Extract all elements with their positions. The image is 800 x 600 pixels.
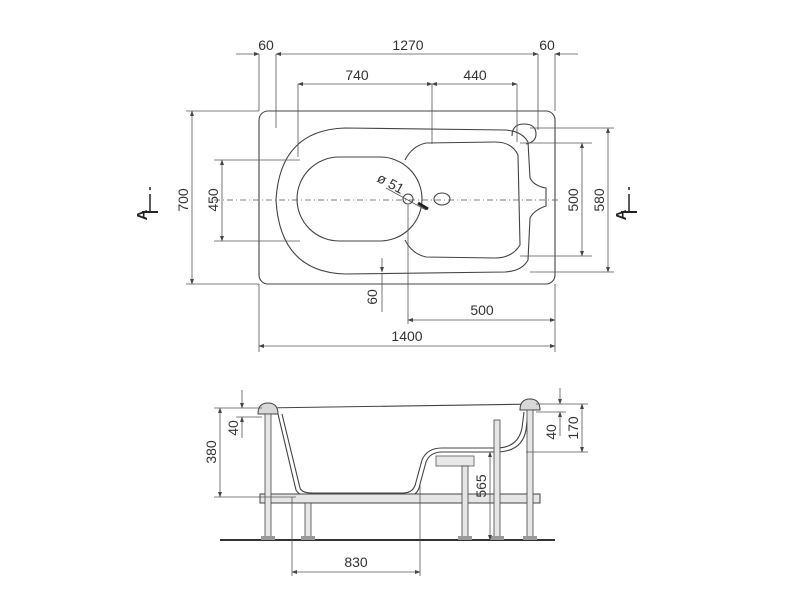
dim-side-rim-right: 40: [543, 424, 559, 440]
dim-seat-width: 500: [565, 188, 581, 212]
foot: [523, 536, 537, 540]
tub-outer-rim: [258, 110, 556, 285]
foot: [301, 536, 315, 540]
dim-side-rim-left: 40: [225, 420, 241, 436]
foot: [458, 536, 472, 540]
dim-side-height-left: 380: [203, 440, 219, 464]
dim-seat-height: 565: [473, 474, 489, 498]
drain-hole: [402, 193, 414, 205]
dim-bottom-length: 830: [344, 554, 368, 570]
dim-inner-width: 580: [591, 188, 607, 212]
leg-seat-front: [461, 465, 469, 539]
leg-left: [264, 413, 272, 539]
tub-inner-outline: [275, 127, 547, 275]
side-basin-inner: [281, 411, 525, 494]
section-mark-left: A: [134, 209, 151, 220]
drain-leader-tip: [417, 201, 429, 211]
seat-block: [435, 455, 475, 467]
foot: [490, 536, 504, 540]
dim-inner-length: 1270: [392, 37, 423, 53]
tub-bottom-oval: [296, 156, 423, 242]
dim-rim-left: 60: [258, 37, 274, 53]
dim-drain-to-end: 500: [470, 302, 494, 318]
drain-leader: [385, 187, 427, 211]
side-view: 380 40 40 170 565 830: [203, 388, 588, 576]
support-frame: [259, 493, 541, 504]
side-basin-profile: [277, 411, 529, 498]
leg-seat-back: [493, 419, 501, 539]
rim-cap-left: [257, 402, 279, 415]
drain-overflow: [433, 192, 451, 206]
side-rim-top: [261, 403, 537, 409]
leg-front-left: [304, 502, 312, 539]
dim-overall-width: 700: [175, 188, 191, 212]
top-view: 60 1270 60 740 440 700 450 500 580 ø 51: [134, 37, 637, 352]
dim-body-length: 740: [345, 67, 369, 83]
rim-cap-right: [519, 398, 541, 411]
headrest: [511, 123, 537, 145]
dim-overall-length: 1400: [391, 328, 422, 344]
drain-diameter-label: ø 51: [375, 170, 407, 197]
leg-right: [526, 409, 534, 539]
dim-side-height-right: 170: [565, 416, 581, 440]
dim-seat-length: 440: [463, 67, 487, 83]
dim-bottom-width: 450: [205, 188, 221, 212]
foot: [261, 536, 275, 540]
dim-drain-offset: 60: [364, 289, 380, 305]
section-mark-right: A: [613, 209, 630, 220]
dim-rim-right: 60: [539, 37, 555, 53]
